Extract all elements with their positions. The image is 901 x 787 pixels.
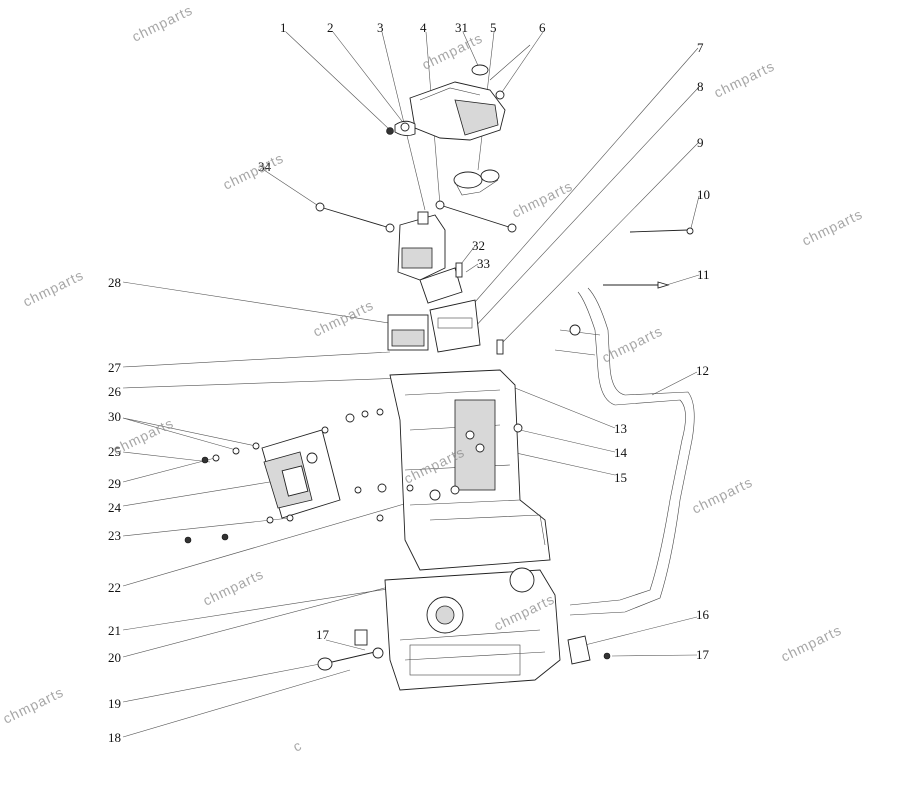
bracket-32 bbox=[419, 262, 463, 304]
callout-14: 14 bbox=[614, 445, 628, 460]
relay-block bbox=[387, 299, 504, 355]
callout-26: 26 bbox=[108, 384, 122, 399]
watermark: c bbox=[290, 737, 304, 755]
ecu-module bbox=[261, 429, 341, 519]
watermark: chmparts bbox=[310, 297, 376, 340]
watermark: chmparts bbox=[220, 150, 286, 193]
callout-9: 9 bbox=[697, 135, 704, 150]
callout-13: 13 bbox=[614, 421, 627, 436]
watermark: chmparts bbox=[20, 267, 86, 310]
callout-22: 22 bbox=[108, 580, 121, 595]
callout-31: 31 bbox=[455, 20, 468, 35]
watermark: chmparts bbox=[129, 2, 195, 45]
callout-17-right: 17 bbox=[696, 647, 710, 662]
watermark: chmparts bbox=[599, 323, 665, 366]
callout-17-left: 17 bbox=[316, 627, 330, 642]
callout-27: 27 bbox=[108, 360, 122, 375]
callout-24: 24 bbox=[108, 500, 122, 515]
crankcase bbox=[384, 567, 561, 691]
bracket-16-17 bbox=[567, 635, 611, 665]
intake-connector bbox=[453, 169, 500, 196]
callout-3: 3 bbox=[377, 20, 384, 35]
watermark: chmparts bbox=[799, 206, 865, 249]
callout-7: 7 bbox=[697, 40, 704, 55]
callout-1: 1 bbox=[280, 20, 287, 35]
ignition-coil bbox=[397, 211, 446, 281]
callout-19: 19 bbox=[108, 696, 121, 711]
callout-6: 6 bbox=[539, 20, 546, 35]
callout-labels: 1 2 3 4 31 5 6 7 8 9 10 11 12 13 14 15 1… bbox=[108, 20, 710, 745]
callout-18: 18 bbox=[108, 730, 121, 745]
watermark: chmparts bbox=[0, 684, 66, 727]
callout-20: 20 bbox=[108, 650, 121, 665]
watermark: chmparts bbox=[200, 566, 266, 609]
callout-30: 30 bbox=[108, 409, 121, 424]
main-frame bbox=[389, 369, 551, 571]
sensor-18-19 bbox=[317, 629, 384, 671]
watermark: chmparts bbox=[778, 622, 844, 665]
callout-5: 5 bbox=[490, 20, 497, 35]
callout-21: 21 bbox=[108, 623, 121, 638]
tie-rods bbox=[315, 200, 517, 233]
callout-4: 4 bbox=[420, 20, 427, 35]
callout-33: 33 bbox=[477, 256, 490, 271]
watermark: chmparts bbox=[689, 474, 755, 517]
throttle-body-assembly bbox=[386, 44, 531, 141]
callout-11: 11 bbox=[697, 267, 710, 282]
bolts-and-washers bbox=[184, 408, 460, 544]
callout-2: 2 bbox=[327, 20, 334, 35]
callout-25: 25 bbox=[108, 444, 121, 459]
callout-32: 32 bbox=[472, 238, 485, 253]
callout-16: 16 bbox=[696, 607, 710, 622]
callout-23: 23 bbox=[108, 528, 121, 543]
callout-34: 34 bbox=[258, 159, 272, 174]
callout-15: 15 bbox=[614, 470, 627, 485]
pins-10-11 bbox=[603, 227, 694, 289]
watermark: chmparts bbox=[711, 58, 777, 101]
callout-12: 12 bbox=[696, 363, 709, 378]
callout-28: 28 bbox=[108, 275, 121, 290]
callout-29: 29 bbox=[108, 476, 121, 491]
callout-10: 10 bbox=[697, 187, 710, 202]
coolant-hose-12 bbox=[554, 287, 695, 616]
callout-8: 8 bbox=[697, 79, 704, 94]
